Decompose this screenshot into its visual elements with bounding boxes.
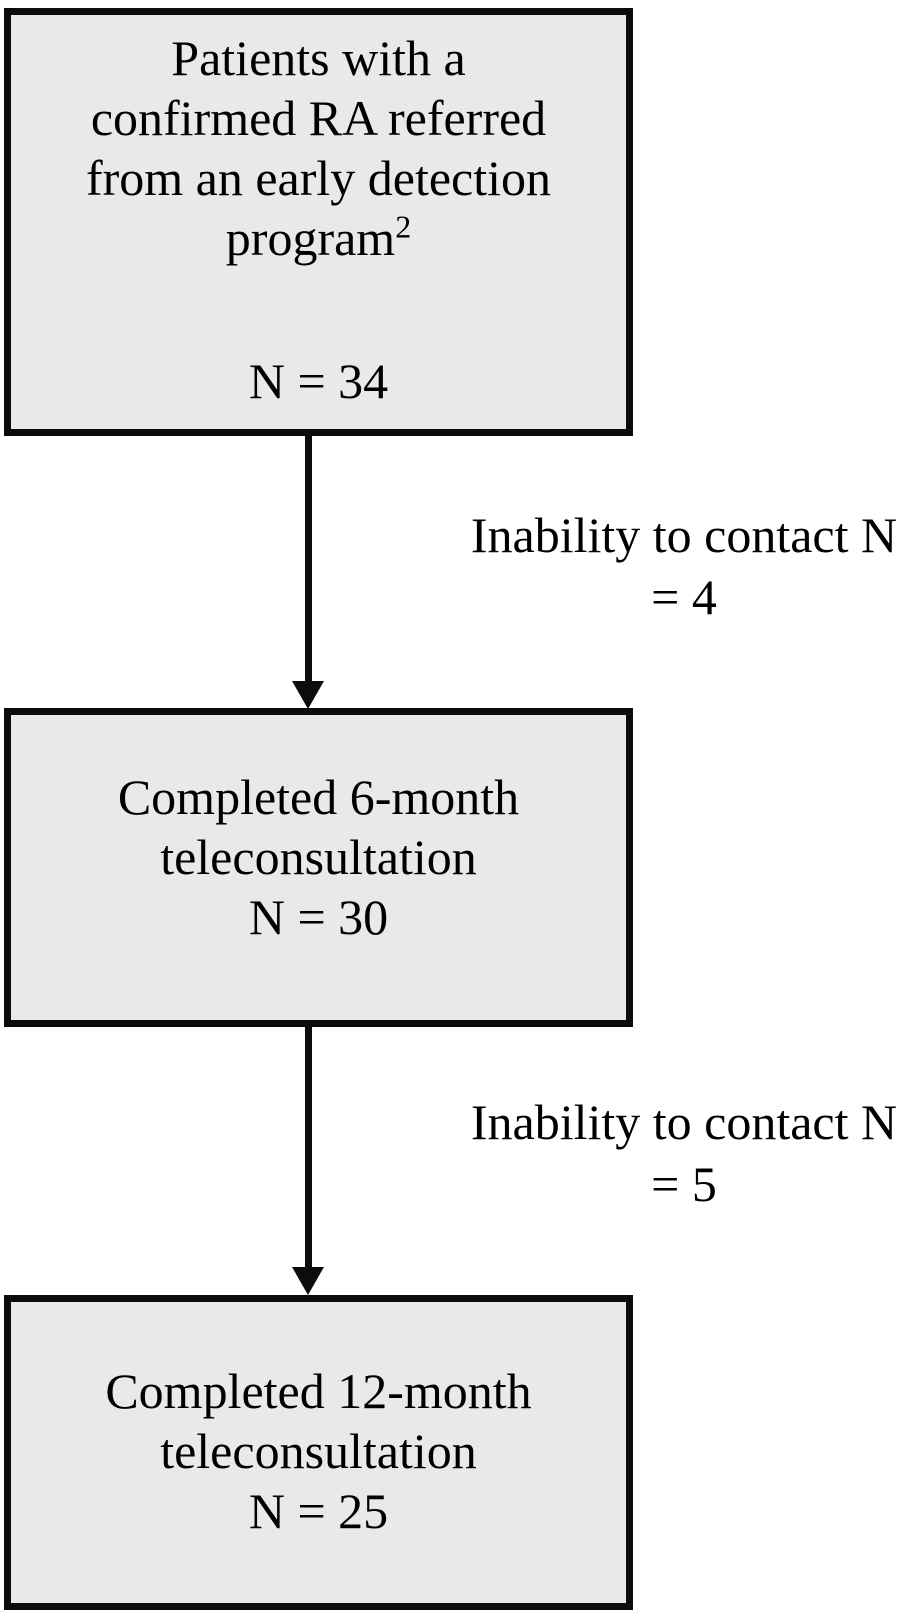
box-text-line: Completed 12-month	[105, 1362, 532, 1419]
flow-box-referred-patients: Patients with a confirmed RA referred fr…	[4, 8, 633, 436]
down-arrow-head-icon	[292, 681, 324, 709]
footnote-superscript: 2	[395, 208, 412, 245]
box-text-word: program	[225, 210, 396, 266]
box-text-line: teleconsultation	[160, 1422, 477, 1479]
down-arrow-shaft	[305, 1027, 312, 1268]
box-text-line: Patients with a	[171, 30, 466, 86]
down-arrow-head-icon	[292, 1267, 324, 1295]
box-text-line: teleconsultation	[160, 828, 477, 885]
exclusion-reason: Inability to contact	[470, 1094, 849, 1150]
down-arrow-shaft	[305, 435, 312, 683]
box-text-line: confirmed RA referred	[90, 90, 547, 146]
n-count: N = 25	[248, 1482, 389, 1539]
n-count: N = 30	[248, 888, 389, 945]
n-count: N = 34	[248, 353, 389, 409]
box-text-line: program2	[86, 208, 551, 268]
flow-box-6-month-teleconsultation: Completed 6-month teleconsultation N = 3…	[4, 708, 633, 1027]
box-text-line: from an early detection	[85, 150, 552, 206]
n-count: N = 4	[651, 507, 898, 625]
flow-box-12-month-teleconsultation: Completed 12-month teleconsultation N = …	[4, 1295, 633, 1610]
box-text-line: Completed 6-month	[117, 768, 520, 825]
n-count: N = 5	[651, 1094, 898, 1212]
exclusion-reason: Inability to contact	[470, 507, 849, 563]
exclusion-label: Inability to contact N = 4	[464, 504, 904, 628]
box-title: Patients with a confirmed RA referred fr…	[86, 28, 551, 268]
exclusion-label: Inability to contact N = 5	[464, 1091, 904, 1215]
